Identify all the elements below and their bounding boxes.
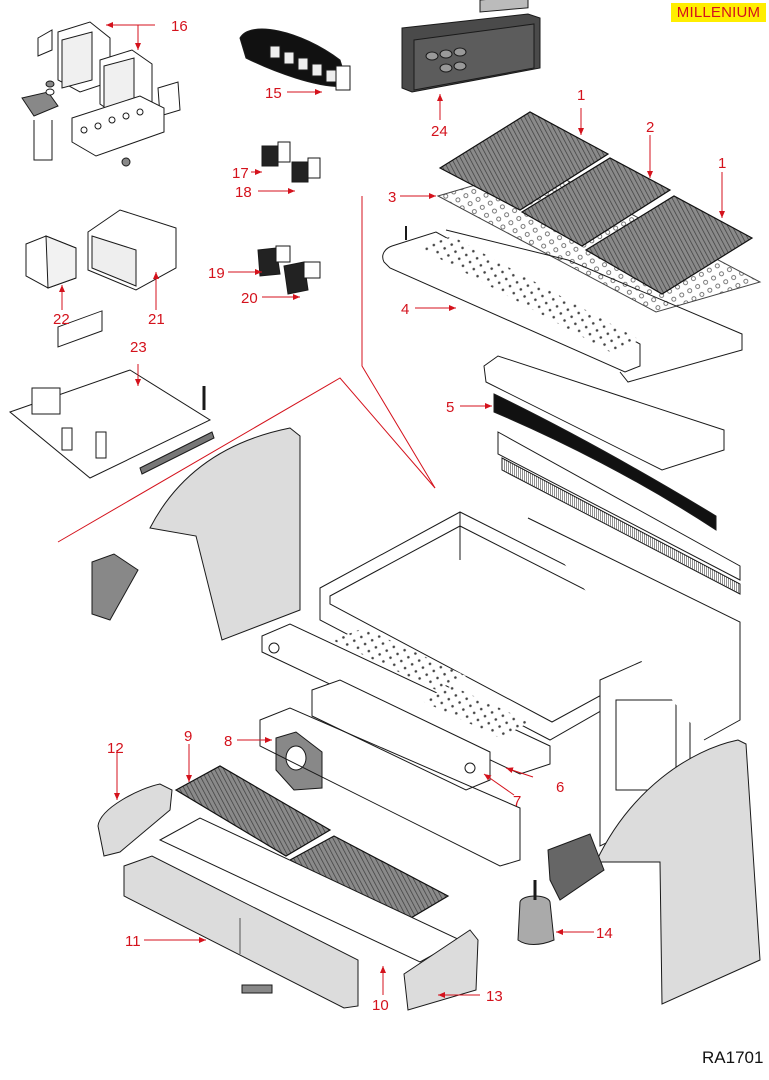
callout-23: 23	[130, 339, 147, 356]
part-19-20-switches	[257, 245, 321, 295]
callout-18: 18	[235, 184, 252, 201]
part-13-right-end-cap	[403, 929, 479, 1011]
callout-21: 21	[148, 311, 165, 328]
callout-1b: 1	[718, 155, 726, 172]
part-16-contactors	[21, 21, 181, 167]
section-divider-line	[361, 196, 436, 489]
callout-1a: 1	[577, 87, 585, 104]
callout-5: 5	[446, 399, 454, 416]
callout-labels: 1 2 1 3 4 5 6 7 8 9 10 11 12 13 14 15 16…	[53, 18, 726, 1014]
callout-15: 15	[265, 85, 282, 102]
callout-11: 11	[125, 933, 141, 950]
part-12-left-end-cap	[97, 783, 173, 857]
callout-19: 19	[208, 265, 225, 282]
part-17-18-switches	[261, 141, 321, 183]
part-6-7-panels	[261, 623, 551, 791]
part-11-front-cover	[123, 855, 359, 1009]
part-4-top-cover	[382, 226, 743, 383]
drawing-code: RA1701	[702, 1048, 764, 1067]
callout-17: 17	[232, 165, 249, 182]
callout-7: 7	[513, 793, 521, 810]
part-9-drip-grille	[174, 765, 450, 923]
part-15-keypad	[239, 28, 351, 91]
part-21-22-control-box-relay	[25, 209, 177, 291]
part-1-2-grille-trays	[438, 111, 754, 295]
callout-22: 22	[53, 311, 70, 328]
callout-10: 10	[372, 997, 389, 1014]
side-panels	[91, 427, 761, 1005]
callout-12: 12	[107, 740, 124, 757]
callout-14: 14	[596, 925, 613, 942]
callout-24: 24	[431, 123, 448, 140]
callout-9: 9	[184, 728, 192, 745]
section-divider-line	[57, 377, 436, 543]
callout-6: 6	[556, 779, 564, 796]
brand-badge: MILLENIUM	[671, 3, 766, 22]
callout-16: 16	[171, 18, 188, 35]
callout-8: 8	[224, 733, 232, 750]
part-8-fan-duct	[259, 707, 521, 867]
callout-13: 13	[486, 988, 503, 1005]
part-24-display-unit	[401, 0, 541, 93]
callout-20: 20	[241, 290, 258, 307]
part-23-circuit-board	[8, 310, 215, 479]
callout-2: 2	[646, 119, 654, 136]
callout-4: 4	[401, 301, 409, 318]
callout-3: 3	[388, 189, 396, 206]
part-5-brush-strip	[483, 355, 741, 595]
part-14-adjustable-foot	[517, 880, 555, 945]
main-frame	[319, 511, 741, 847]
